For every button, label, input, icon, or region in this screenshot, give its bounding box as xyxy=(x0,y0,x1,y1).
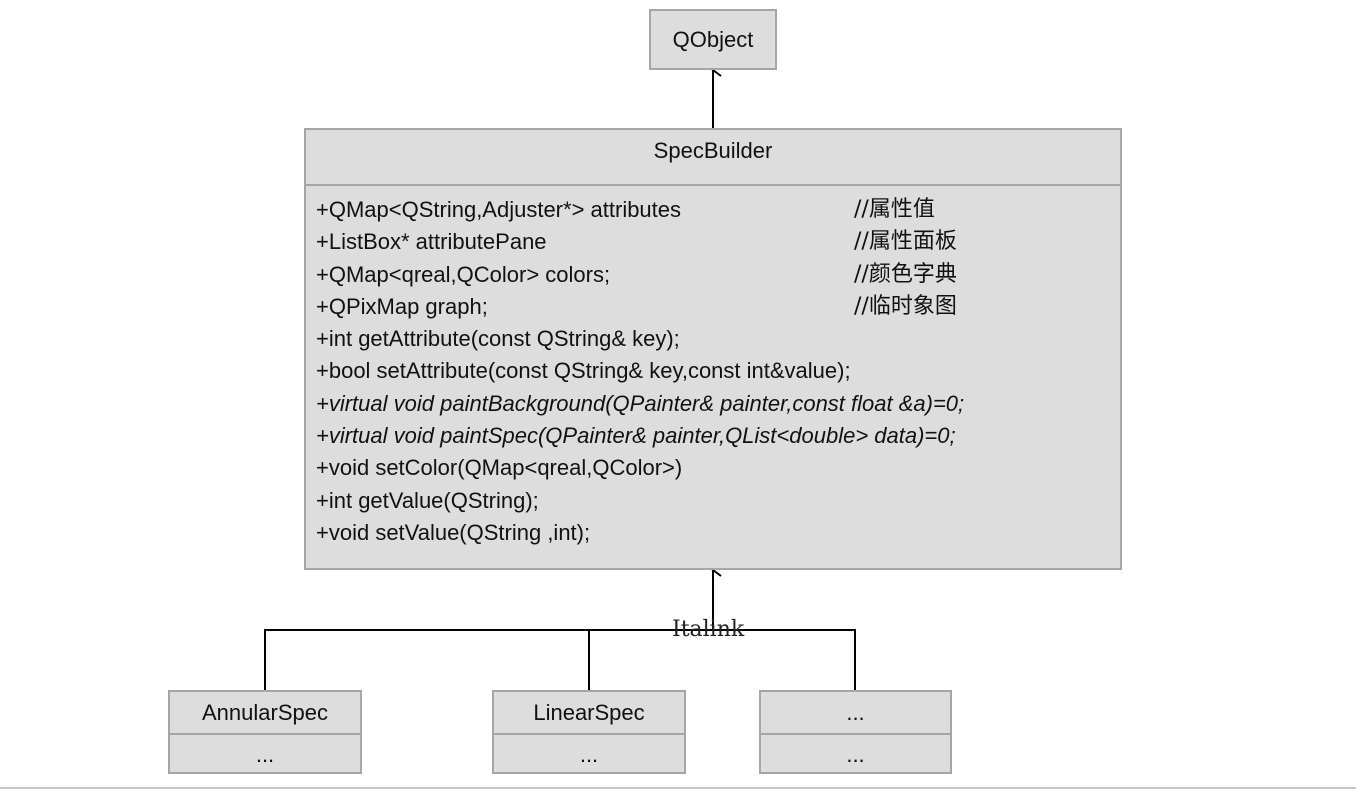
linearspec-class-name: LinearSpec xyxy=(533,700,645,725)
other-spec-class-box[interactable]: ... ... xyxy=(759,690,952,774)
member-row: +QPixMap graph; //临时象图 xyxy=(316,291,964,323)
member-text: +void setColor(QMap<qreal,QColor>) xyxy=(316,455,683,481)
specbuilder-members: +QMap<QString,Adjuster*> attributes //属性值… xyxy=(316,194,964,549)
member-row: +void setValue(QString ,int); xyxy=(316,517,964,549)
member-comment: //属性面板 xyxy=(854,229,957,255)
member-text: +void setValue(QString ,int); xyxy=(316,519,591,545)
member-row: +int getValue(QString); xyxy=(316,485,964,517)
linearspec-class-box[interactable]: LinearSpec ... xyxy=(492,690,686,774)
annularspec-divider xyxy=(170,733,360,735)
member-comment: //临时象图 xyxy=(854,293,957,319)
member-row: +QMap<QString,Adjuster*> attributes //属性值 xyxy=(316,194,964,226)
annularspec-class-body: ... xyxy=(255,742,275,767)
linearspec-divider xyxy=(494,733,684,735)
member-text: +virtual void paintBackground(QPainter& … xyxy=(316,390,965,416)
member-row: +int getAttribute(const QString& key); xyxy=(316,323,964,355)
member-comment: //颜色字典 xyxy=(854,261,957,287)
member-text: +int getAttribute(const QString& key); xyxy=(316,326,680,352)
linearspec-class-body: ... xyxy=(579,742,599,767)
member-text: +int getValue(QString); xyxy=(316,487,539,513)
other-spec-class-body: ... xyxy=(846,742,865,767)
bottom-rule xyxy=(0,787,1356,789)
member-text: +QMap<qreal,QColor> colors; xyxy=(316,261,611,287)
member-text: +virtual void paintSpec(QPainter& painte… xyxy=(316,423,956,449)
annularspec-class-name: AnnularSpec xyxy=(202,700,328,725)
subclass-bus xyxy=(264,629,856,690)
member-text: +QPixMap graph; xyxy=(316,293,488,319)
member-text: +ListBox* attributePane xyxy=(316,229,547,255)
qobject-class-box[interactable]: QObject xyxy=(649,9,777,70)
member-comment: //属性值 xyxy=(854,197,935,222)
member-text: +bool setAttribute(const QString& key,co… xyxy=(316,358,851,384)
qobject-class-name: QObject xyxy=(672,27,754,52)
annularspec-class-box[interactable]: AnnularSpec ... xyxy=(168,690,362,774)
member-row-virtual: +virtual void paintSpec(QPainter& painte… xyxy=(316,420,964,452)
member-row: +ListBox* attributePane //属性面板 xyxy=(316,226,964,258)
member-row: +QMap<qreal,QColor> colors; //颜色字典 xyxy=(316,259,964,291)
other-spec-divider xyxy=(761,733,950,735)
member-row: +void setColor(QMap<qreal,QColor>) xyxy=(316,452,964,484)
member-row-virtual: +virtual void paintBackground(QPainter& … xyxy=(316,388,964,420)
member-text: +QMap<QString,Adjuster*> attributes xyxy=(316,197,682,222)
specbuilder-class-box[interactable]: SpecBuilder +QMap<QString,Adjuster*> att… xyxy=(304,128,1122,570)
specbuilder-class-name: SpecBuilder xyxy=(653,138,773,163)
specbuilder-divider xyxy=(306,184,1120,186)
member-row: +bool setAttribute(const QString& key,co… xyxy=(316,355,964,387)
other-spec-class-name: ... xyxy=(846,700,865,725)
edge-label: Italink xyxy=(672,617,745,642)
